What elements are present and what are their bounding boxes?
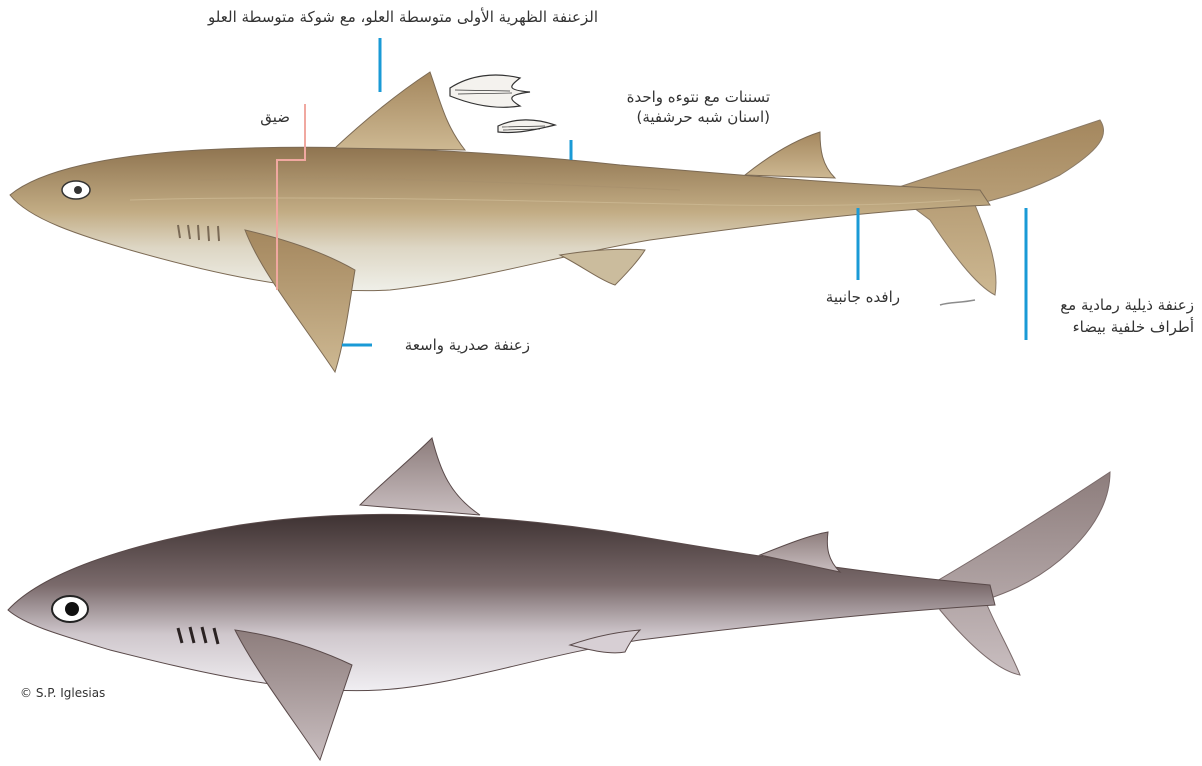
shark-body-bottom: [8, 514, 995, 690]
label-first-dorsal-fin: الزعنفة الظهرية الأولى متوسطة العلو، مع …: [160, 8, 598, 26]
label-denticles-line1: تسننات مع نتوءه واحدة: [560, 88, 770, 106]
shark-illustration-bottom: [8, 438, 1110, 760]
denticle-sketches: [450, 75, 555, 132]
label-caudal-fin-line2: أطراف خلفية بيضاء: [1028, 318, 1194, 336]
shark-illustration-top: [10, 72, 1104, 372]
label-denticles-line2: (اسنان شبه حرشفية): [560, 108, 770, 126]
caudal-fin-bottom: [930, 472, 1110, 675]
photo-credit: © S.P. Iglesias: [20, 686, 105, 700]
label-narrow: ضيق: [240, 108, 290, 126]
label-pectoral-fin: زعنفة صدرية واسعة: [380, 336, 530, 354]
pelvic-fin-top: [560, 249, 645, 285]
label-caudal-fin-line1: زعنفة ذيلية رمادية مع: [1028, 296, 1194, 314]
first-dorsal-fin-top: [335, 72, 465, 150]
first-dorsal-fin-bottom: [360, 438, 480, 515]
label-lateral-keel: رافده جانبية: [790, 288, 900, 306]
second-dorsal-fin-top: [745, 132, 835, 178]
shark-body-top: [10, 147, 990, 290]
